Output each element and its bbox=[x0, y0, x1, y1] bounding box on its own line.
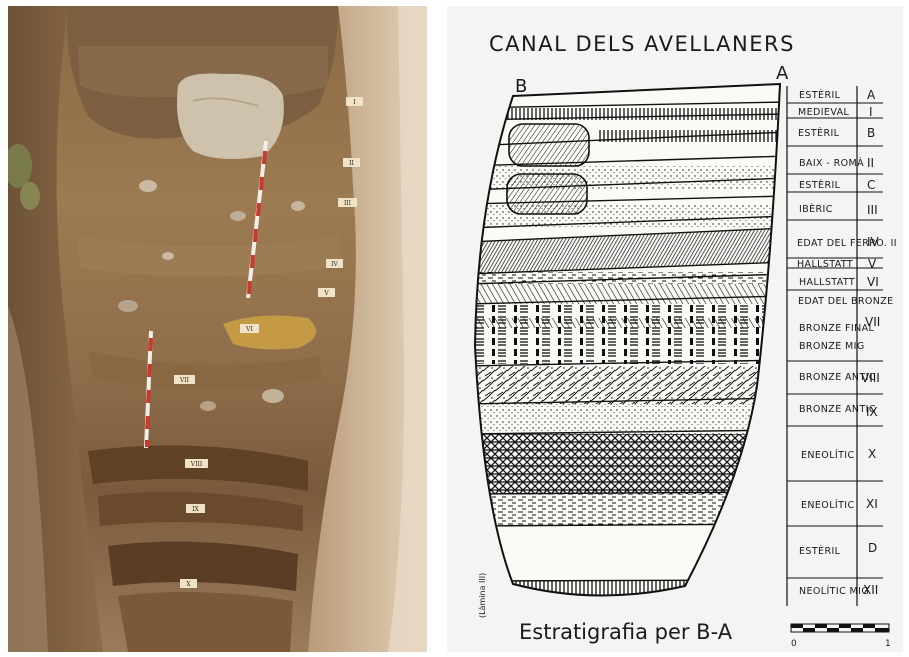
layer-label-9: EDAT DEL BRONZE bbox=[798, 296, 894, 307]
layer-label-3: BAIX - ROMÀ bbox=[799, 157, 864, 169]
layer-label-16: ESTÈRIL bbox=[799, 545, 841, 557]
layer-tag-VII: VII bbox=[174, 375, 195, 384]
svg-text:VI: VI bbox=[245, 326, 253, 333]
layer-label-6: EDAT DEL FERRO. II bbox=[797, 238, 897, 249]
layer-label-13: BRONZE ANTIC bbox=[799, 404, 876, 415]
svg-text:IV: IV bbox=[331, 261, 338, 268]
svg-text:IX: IX bbox=[192, 506, 199, 513]
layer-label-7: HALLSTATT bbox=[797, 259, 853, 270]
layer-code-0: A bbox=[867, 88, 876, 102]
drawing-caption: Estratigrafia per B-A bbox=[519, 620, 733, 644]
svg-text:X: X bbox=[186, 581, 191, 588]
layer-tag-I: I bbox=[346, 97, 363, 106]
layer-code-10: VII bbox=[865, 315, 880, 329]
layer-code-7: V bbox=[868, 257, 877, 271]
layer-tag-III: III bbox=[338, 198, 357, 207]
stratigraphy-drawing: CANAL DELS AVELLANERS B A bbox=[447, 6, 903, 652]
layer-tag-IV: IV bbox=[326, 259, 343, 268]
layer-label-8: HALLSTATT bbox=[799, 277, 855, 288]
layer-code-1: I bbox=[869, 105, 873, 119]
scale-bar: 0 1 bbox=[791, 624, 891, 649]
scale-one-label: 1 bbox=[885, 639, 891, 649]
layer-label-14: ENEOLÍTIC bbox=[801, 449, 855, 461]
layer-code-16: D bbox=[868, 541, 877, 555]
stone-block-upper bbox=[509, 124, 589, 166]
layer-label-5: IBÈRIC bbox=[799, 203, 833, 215]
excavation-photo: I II III IV V VI VII VIII IX X bbox=[8, 6, 427, 652]
layer-code-6: IV bbox=[867, 235, 880, 249]
svg-text:VII: VII bbox=[179, 377, 190, 384]
layer-tag-IX: IX bbox=[186, 504, 205, 513]
layer-label-1: MEDIEVAL bbox=[798, 107, 850, 118]
svg-text:III: III bbox=[344, 200, 352, 207]
layer-tag-VIII: VIII bbox=[185, 459, 208, 468]
svg-text:II: II bbox=[349, 160, 354, 167]
layer-code-14: X bbox=[868, 447, 876, 461]
layer-label-0: ESTÈRIL bbox=[799, 89, 841, 101]
layer-labels: ESTÈRIL A MEDIEVAL I ESTÈRIL B BAIX - RO… bbox=[797, 88, 897, 597]
layer-code-17: XII bbox=[863, 583, 878, 597]
section-label-a: A bbox=[776, 63, 789, 84]
layer-tag-II: II bbox=[343, 158, 360, 167]
layer-label-2: ESTÈRIL bbox=[798, 127, 840, 139]
scale-zero-label: 0 bbox=[791, 639, 797, 649]
layer-label-4: ESTÈRIL bbox=[799, 179, 841, 191]
layer-code-4: C bbox=[867, 178, 875, 192]
layer-code-3: II bbox=[867, 156, 874, 170]
layer-code-15: XI bbox=[866, 497, 878, 511]
plate-label: (Làmina III) bbox=[478, 573, 487, 618]
layer-label-10: BRONZE FINAL bbox=[799, 323, 875, 334]
stratigraphy-drawing-svg: CANAL DELS AVELLANERS B A bbox=[447, 6, 903, 652]
excavation-photo-svg: I II III IV V VI VII VIII IX X bbox=[8, 6, 427, 652]
stone-block-lower bbox=[507, 174, 587, 214]
layer-label-17: NEOLÍTIC MIG bbox=[799, 585, 869, 597]
drawing-title: CANAL DELS AVELLANERS bbox=[489, 32, 795, 56]
layer-tag-V: V bbox=[318, 288, 335, 297]
layer-code-8: VI bbox=[867, 275, 879, 289]
layer-code-5: III bbox=[867, 203, 878, 217]
layer-label-11: BRONZE MIG bbox=[799, 341, 865, 352]
layer-code-2: B bbox=[867, 126, 875, 140]
layer-label-15: ENEOLÍTIC bbox=[801, 499, 855, 511]
layer-tag-X: X bbox=[180, 579, 197, 588]
svg-text:VIII: VIII bbox=[190, 461, 203, 468]
layer-tag-VI: VI bbox=[240, 324, 259, 333]
svg-text:V: V bbox=[323, 290, 329, 297]
section-label-b: B bbox=[515, 76, 527, 97]
layer-code-12: VIII bbox=[861, 371, 880, 385]
layer-code-13: IX bbox=[866, 405, 878, 419]
